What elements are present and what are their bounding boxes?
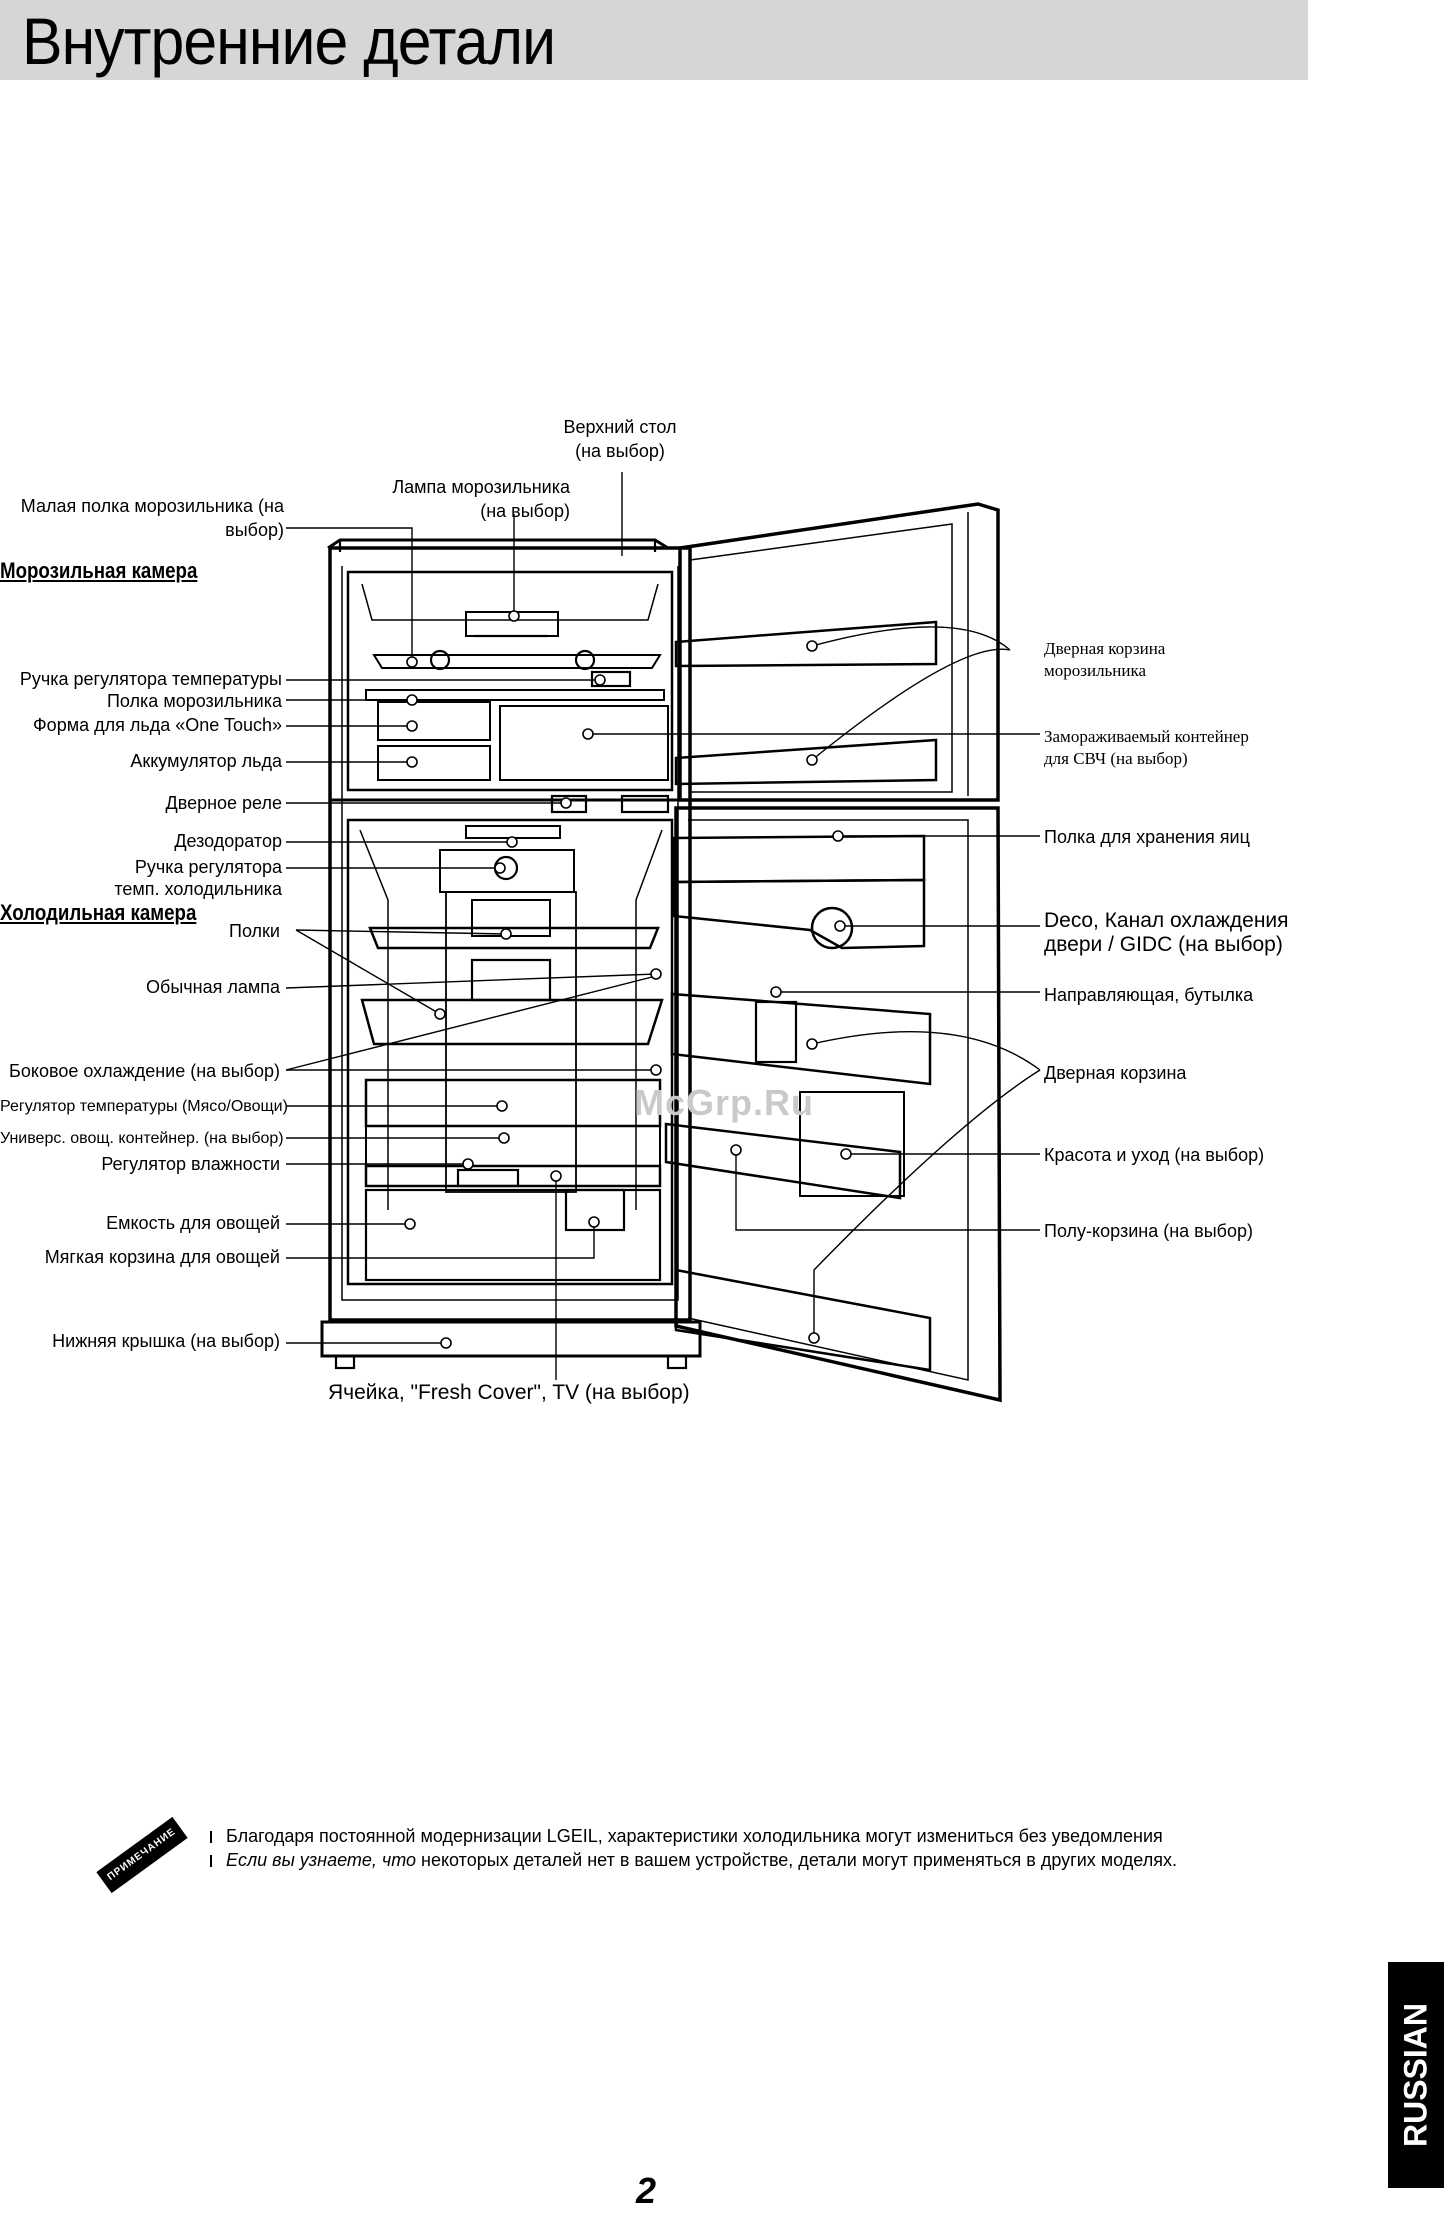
- fridge-section-heading: Холодильная камера: [0, 900, 197, 925]
- label-freezer-lamp-2: (на выбор): [480, 501, 570, 521]
- label-small-shelf: Малая полка морозильника (на выбор): [20, 496, 284, 540]
- label-veg-container: Емкость для овощей: [106, 1213, 280, 1233]
- label-deco-1: Deco, Канал охлаждения: [1044, 909, 1289, 932]
- freezer-section-heading: Морозильная камера: [0, 558, 198, 583]
- note-line-2-italic: Если вы узнаете, что: [226, 1850, 417, 1870]
- label-lamp: Обычная лампа: [146, 977, 280, 997]
- label-ice-bank: Аккумулятор льда: [130, 751, 282, 771]
- bullet-icon: [210, 1855, 212, 1867]
- label-ice-tray: Форма для льда «One Touch»: [33, 715, 282, 735]
- label-freezable-container-1: Замораживаемый контейнер: [1044, 727, 1249, 746]
- label-bottle-guide: Направляющая, бутылка: [1044, 985, 1254, 1005]
- label-door-basket: Дверная корзина: [1044, 1063, 1187, 1083]
- label-freezer-lamp-1: Лампа морозильника: [392, 477, 570, 497]
- label-top-table-1: Верхний стол: [563, 417, 677, 437]
- label-humidity: Регулятор влажности: [101, 1154, 280, 1174]
- language-tab: RUSSIAN: [1388, 1962, 1444, 2188]
- label-fridge-temp-knob-2: темп. холодильника: [114, 879, 282, 899]
- note-line-1-text: Благодаря постоянной модернизации LGEIL,…: [226, 1826, 1163, 1846]
- label-freezable-container-2: для СВЧ (на выбор): [1044, 749, 1188, 768]
- label-beauty-care: Красота и уход (на выбор): [1044, 1145, 1265, 1165]
- note-line-2-text: некоторых деталей нет в вашем устройстве…: [416, 1850, 1177, 1870]
- bullet-icon: [210, 1831, 212, 1843]
- page-title: Внутренние детали: [22, 4, 556, 78]
- label-freezer-shelf: Полка морозильника: [106, 691, 282, 711]
- label-multi-veg: Универс. овощ. контейнер. (на выбор): [0, 1130, 284, 1147]
- note-line-2: Если вы узнаете, что некоторых деталей н…: [210, 1849, 1177, 1871]
- label-fridge-temp-knob-1: Ручка регулятора: [134, 857, 282, 877]
- page-number: 2: [636, 2170, 657, 2211]
- label-temp-knob: Ручка регулятора температуры: [19, 669, 282, 689]
- label-meat-veg-control: Регулятор температуры (Мясо/Овощи): [0, 1098, 288, 1115]
- label-freezer-door-basket-1: Дверная корзина: [1044, 639, 1166, 658]
- label-half-basket: Полу-корзина (на выбор): [1044, 1221, 1253, 1241]
- label-deco-2: двери / GIDC (на выбор): [1044, 933, 1283, 956]
- label-door-switch: Дверное реле: [165, 793, 282, 813]
- label-top-table-2: (на выбор): [575, 441, 665, 461]
- language-tab-label: RUSSIAN: [1397, 2002, 1434, 2148]
- title-bar: Внутренние детали: [0, 0, 1308, 80]
- label-bottom-cover: Нижняя крышка (на выбор): [52, 1331, 280, 1351]
- label-cell: Ячейка, "Fresh Cover", TV (на выбор): [328, 1381, 690, 1404]
- label-deodorizer: Дезодоратор: [174, 831, 282, 851]
- note-line-1: Благодаря постоянной модернизации LGEIL,…: [210, 1825, 1163, 1847]
- label-soft-basket: Мягкая корзина для овощей: [44, 1247, 280, 1267]
- label-freezer-door-basket-2: морозильника: [1044, 661, 1147, 680]
- watermark: McGrp.Ru: [634, 1082, 815, 1123]
- label-egg-shelf: Полка для хранения яиц: [1044, 827, 1250, 847]
- label-side-cooling: Боковое охлаждение (на выбор): [9, 1061, 280, 1081]
- label-shelves: Полки: [229, 921, 280, 941]
